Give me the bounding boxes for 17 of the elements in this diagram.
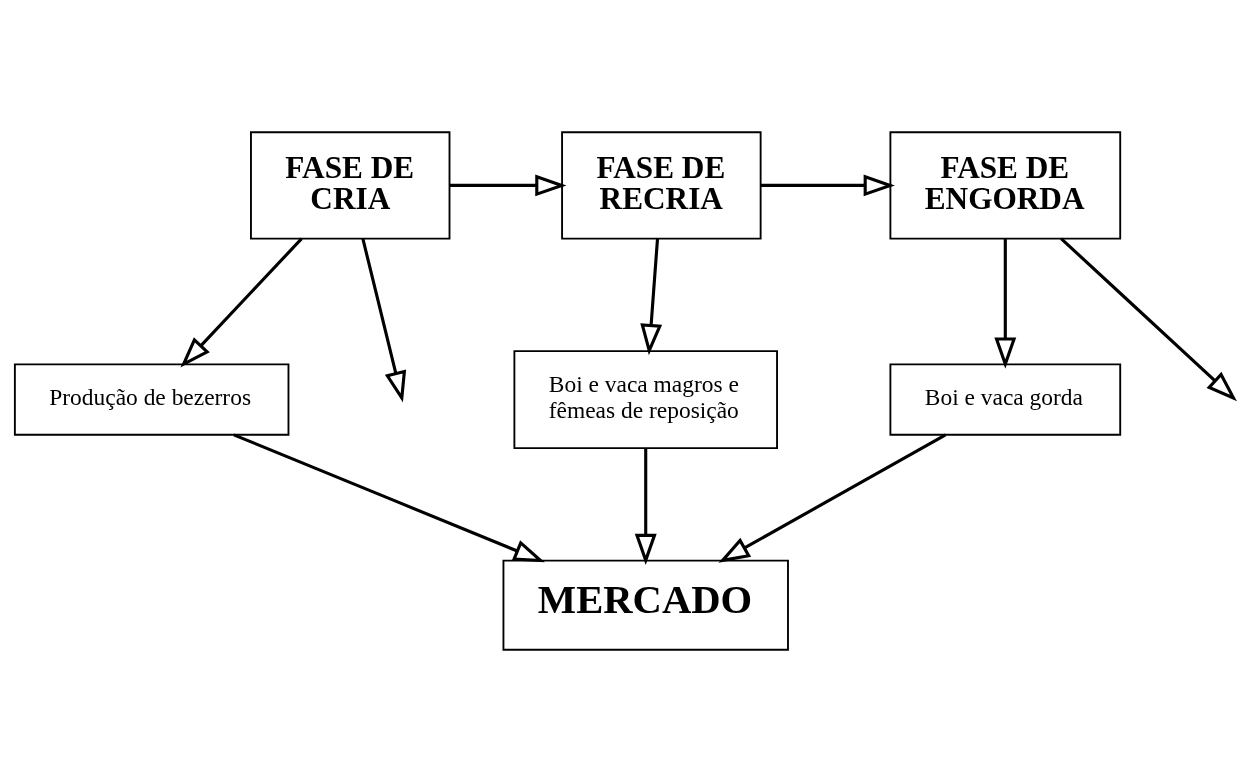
node-box: Boi e vaca gorda	[889, 363, 1122, 436]
arrow	[1060, 236, 1237, 401]
node-box: Boi e vaca magros e fêmeas de reposição	[513, 349, 778, 449]
arrow	[449, 173, 567, 196]
arrow	[718, 432, 947, 563]
arrow	[760, 173, 895, 196]
node-box: FASE DE RECRIA	[561, 130, 762, 239]
node-box: MERCADO	[502, 559, 789, 651]
arrow	[994, 238, 1017, 369]
arrow	[180, 237, 303, 367]
node-box: FASE DE ENGORDA	[889, 130, 1122, 239]
node-box: Produção de bezerros	[13, 363, 290, 436]
arrow	[640, 238, 663, 355]
arrow	[233, 432, 545, 562]
node-box: FASE DE CRIA	[250, 130, 451, 239]
arrow	[361, 237, 407, 403]
arrow	[634, 447, 657, 565]
